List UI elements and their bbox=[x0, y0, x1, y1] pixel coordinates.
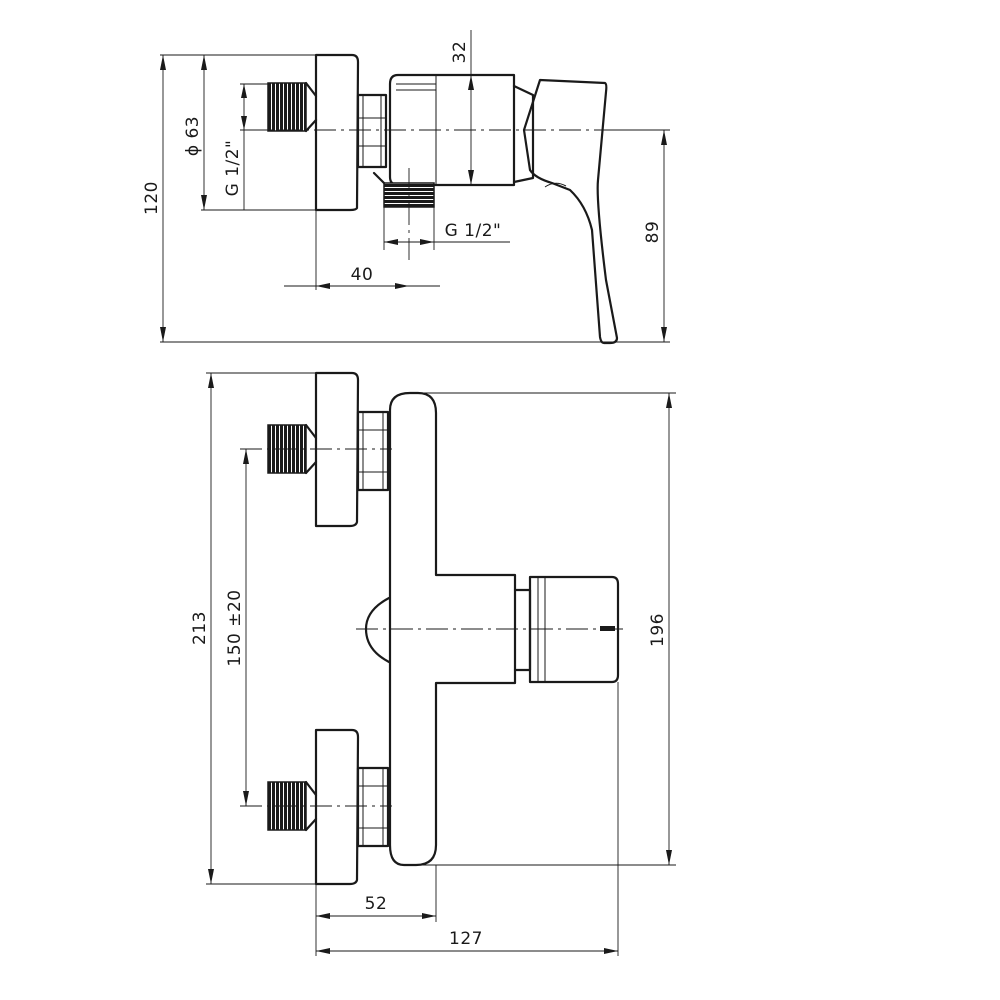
dim-127-label: 127 bbox=[449, 929, 483, 949]
dim-phi63-label: ϕ 63 bbox=[183, 116, 203, 156]
front-view: 213 150 ±20 196 52 127 bbox=[190, 371, 676, 956]
mixer-body bbox=[388, 73, 516, 187]
dim-52-label: 52 bbox=[365, 894, 388, 914]
lower-rosette bbox=[314, 728, 360, 886]
dim-32-label: 32 bbox=[450, 41, 470, 64]
dim-213-label: 213 bbox=[190, 611, 210, 645]
dim-g-outlet-label: G 1/2" bbox=[445, 221, 502, 241]
lower-inlet-thread bbox=[267, 781, 307, 831]
front-handle bbox=[528, 575, 620, 684]
lever-handle bbox=[522, 78, 619, 345]
inlet-thread bbox=[267, 82, 307, 132]
dim-89-label: 89 bbox=[643, 221, 663, 244]
upper-rosette bbox=[314, 371, 360, 528]
handle-indicator-icon bbox=[600, 626, 615, 631]
dim-120-label: 120 bbox=[142, 181, 162, 215]
hex-nut bbox=[356, 93, 388, 169]
side-view: 120 ϕ 63 G 1/2" 32 G 1/2" 40 89 bbox=[142, 30, 670, 345]
dim-40-label: 40 bbox=[351, 265, 374, 285]
dim-196-label: 196 bbox=[648, 613, 668, 647]
dim-150-label: 150 ±20 bbox=[225, 589, 245, 666]
wall-rosette bbox=[314, 53, 360, 212]
dim-g-inlet-label: G 1/2" bbox=[223, 140, 243, 197]
